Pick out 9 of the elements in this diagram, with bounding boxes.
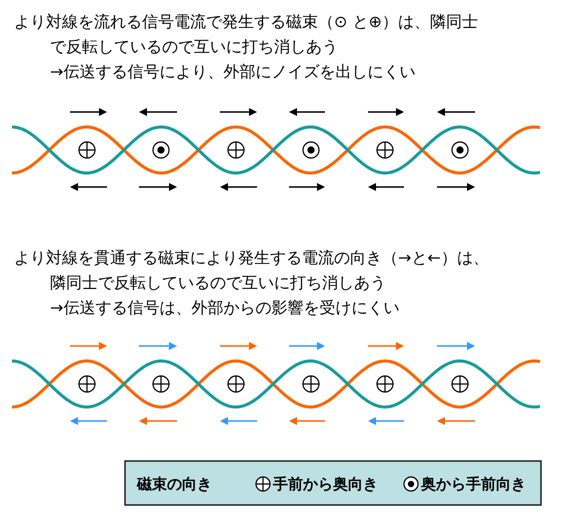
legend-label: 手前から奥向き	[273, 474, 378, 494]
explanation-text: →伝送する信号は、外部からの影響を受けにくい	[50, 298, 400, 318]
legend-title: 磁束の向き	[137, 474, 212, 494]
legend-label: 奥から手前向き	[421, 474, 526, 494]
explanation-text: より対線を貫通する磁束により発生する電流の向き（→と←）は、	[14, 248, 489, 268]
explanation-text: 隣同士で反転しているので互いに打ち消しあう	[50, 273, 386, 293]
explanation-text: で反転しているので互いに打ち消しあう	[50, 37, 338, 57]
explanation-text: →伝送する信号により、外部にノイズを出しにくい	[50, 62, 416, 82]
explanation-text: より対線を流れる信号電流で発生する磁束（⊙ と⊕）は、隣同士	[14, 12, 478, 32]
